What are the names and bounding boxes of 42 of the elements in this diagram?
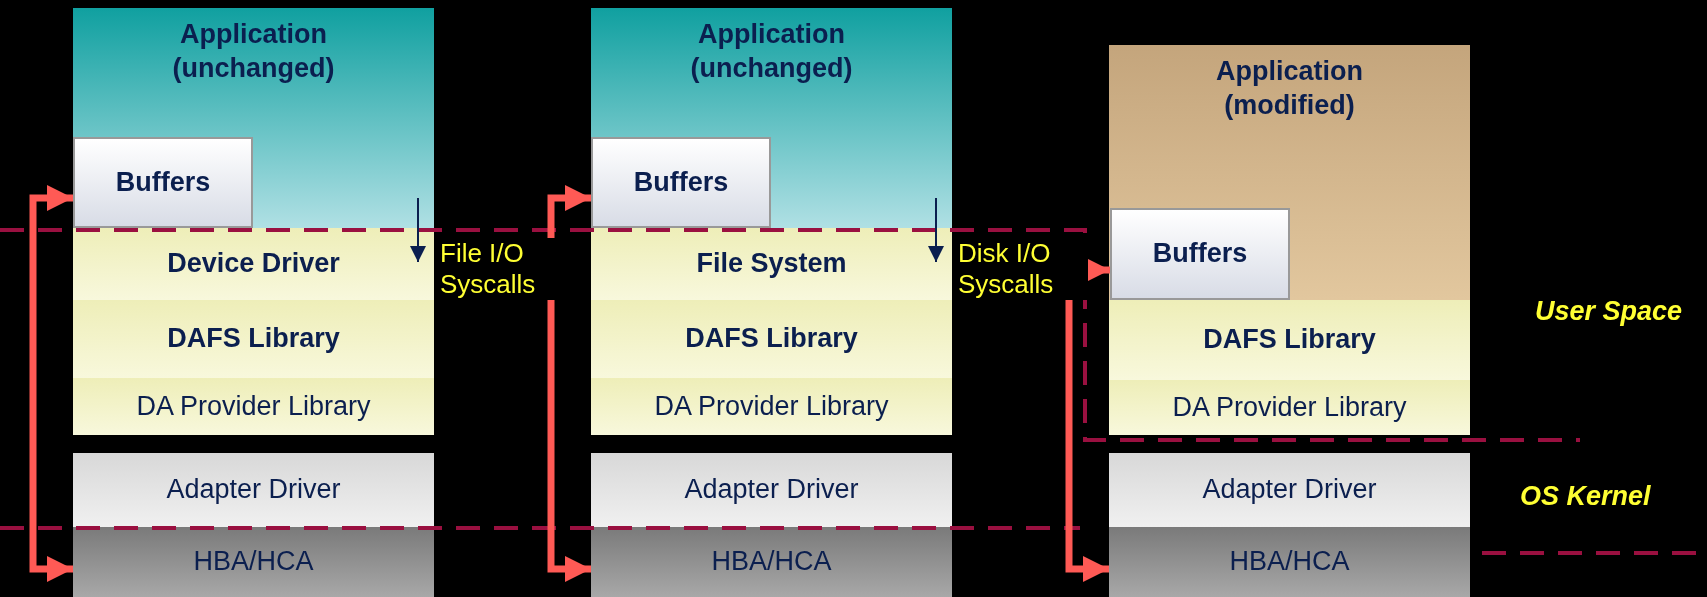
node-text: Adapter Driver (1202, 473, 1377, 507)
layer-box (1109, 380, 1470, 435)
node-text: Buffers (1152, 237, 1248, 271)
node-text: File System (696, 247, 847, 281)
node-text: DAFS Library (167, 322, 340, 356)
node-text: Buffers (633, 165, 729, 199)
buffers-box (1110, 208, 1290, 300)
layer-box (73, 527, 434, 597)
node-text: HBA/HCA (193, 545, 314, 579)
layer-box (591, 300, 952, 378)
layer-box (591, 453, 952, 527)
buffers-box (591, 137, 771, 228)
buffers-box (73, 137, 253, 228)
layer-box (591, 527, 952, 597)
node-text: Application (unchanged) (171, 18, 336, 85)
application-box (73, 8, 434, 228)
layer-box (1109, 453, 1470, 527)
node-text: Buffers (115, 165, 211, 199)
application-box (591, 8, 952, 228)
node-text: Adapter Driver (684, 473, 859, 507)
node-text: Application (modified) (1215, 55, 1364, 122)
node-text: HBA/HCA (711, 545, 832, 579)
region-label: User Space (1535, 295, 1683, 328)
node-text: DA Provider Library (654, 389, 889, 423)
region-label: OS Kernel (1520, 480, 1651, 513)
node-text: Device Driver (167, 247, 340, 281)
layer-box (73, 378, 434, 435)
layer-box (73, 300, 434, 378)
node-text: HBA/HCA (1229, 545, 1350, 579)
layer-box (73, 453, 434, 527)
node-text: Application (unchanged) (689, 18, 854, 85)
layer-box (73, 228, 434, 300)
node-text: Adapter Driver (166, 473, 341, 507)
layer-box (1109, 527, 1470, 597)
application-box (1109, 45, 1470, 300)
layer-box (591, 378, 952, 435)
node-text: DA Provider Library (1172, 390, 1407, 424)
node-text: DA Provider Library (136, 389, 371, 423)
layer-box (591, 228, 952, 300)
node-text: DAFS Library (1203, 323, 1376, 357)
layer-box (1109, 300, 1470, 380)
node-text: DAFS Library (685, 322, 858, 356)
